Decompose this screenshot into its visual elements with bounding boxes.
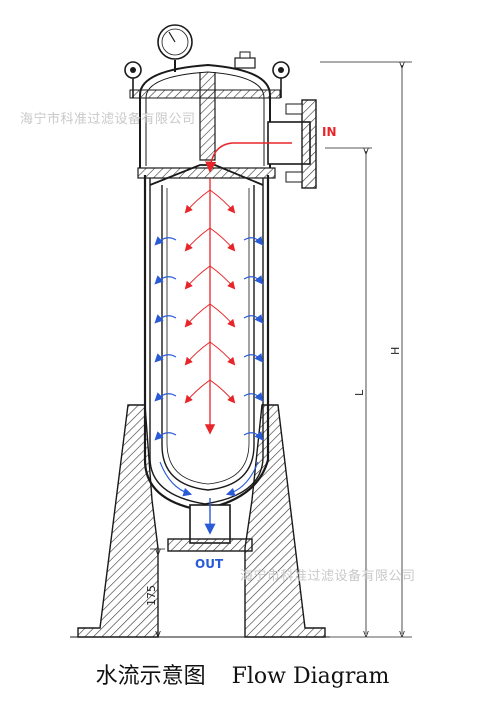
filtered-right-arrow [243,431,264,441]
branch-right-arrow [209,227,236,252]
lid-clamp-right-icon [272,61,290,98]
caption-en: Flow Diagram [231,664,390,689]
outlet-flow-arrows [154,236,264,535]
branch-left-arrow [184,379,211,404]
filtered-left-arrow [154,314,177,324]
dim-l-label: L [353,389,366,396]
filtered-left-arrow [154,275,177,285]
filtered-right-arrow [243,392,264,402]
inlet-nozzle [267,99,317,189]
center-rib [199,72,216,161]
inlet-stream-arrow [205,142,292,173]
lid-clamp-left-icon [124,61,142,98]
vent-valve-icon [234,51,256,69]
branch-left-arrow [184,265,211,290]
branch-right-arrow [209,379,236,404]
bag-inner [166,188,250,485]
filtered-right-arrow [243,314,264,324]
watermark-bottom: 海宁市科准过滤设备有限公司 [240,569,416,584]
filtered-right-arrow [243,236,264,246]
bottom-left-arrow [159,461,193,497]
filtered-left-arrow [154,353,177,363]
branch-left-arrow [184,227,211,252]
filtered-right-arrow [243,353,264,363]
dimension-lines [150,61,412,638]
upper-body-flange [137,167,276,179]
branch-right-arrow [209,189,236,214]
dim-base-label: 175 [145,585,158,606]
right-leg [244,404,326,638]
watermark-top: 海宁市科准过滤设备有限公司 [20,112,196,127]
inlet-flange [301,99,317,189]
inlet-flow-arrows [184,142,292,435]
lid [139,63,271,168]
dim-h-label: H [389,347,402,355]
branch-right-arrow [209,265,236,290]
support-legs [70,404,330,638]
diagram-caption: 水流示意图 Flow Diagram [0,658,485,690]
filtered-left-arrow [154,236,177,246]
branch-right-arrow [209,303,236,328]
pressure-gauge-icon [157,24,193,72]
branch-left-arrow [184,303,211,328]
filtered-left-arrow [154,431,177,441]
filtered-left-arrow [154,392,177,402]
outlet-flange [167,538,253,552]
filtered-right-arrow [243,275,264,285]
outlet-label: OUT [195,557,224,571]
branch-left-arrow [184,189,211,214]
branch-right-arrow [209,341,236,366]
caption-zh: 水流示意图 [95,664,206,689]
inner-shell [149,178,264,505]
bottom-right-arrow [225,461,259,497]
branch-left-arrow [184,341,211,366]
bag-outline [161,185,255,491]
inlet-label: IN [322,125,337,139]
filter-bag [161,185,255,491]
